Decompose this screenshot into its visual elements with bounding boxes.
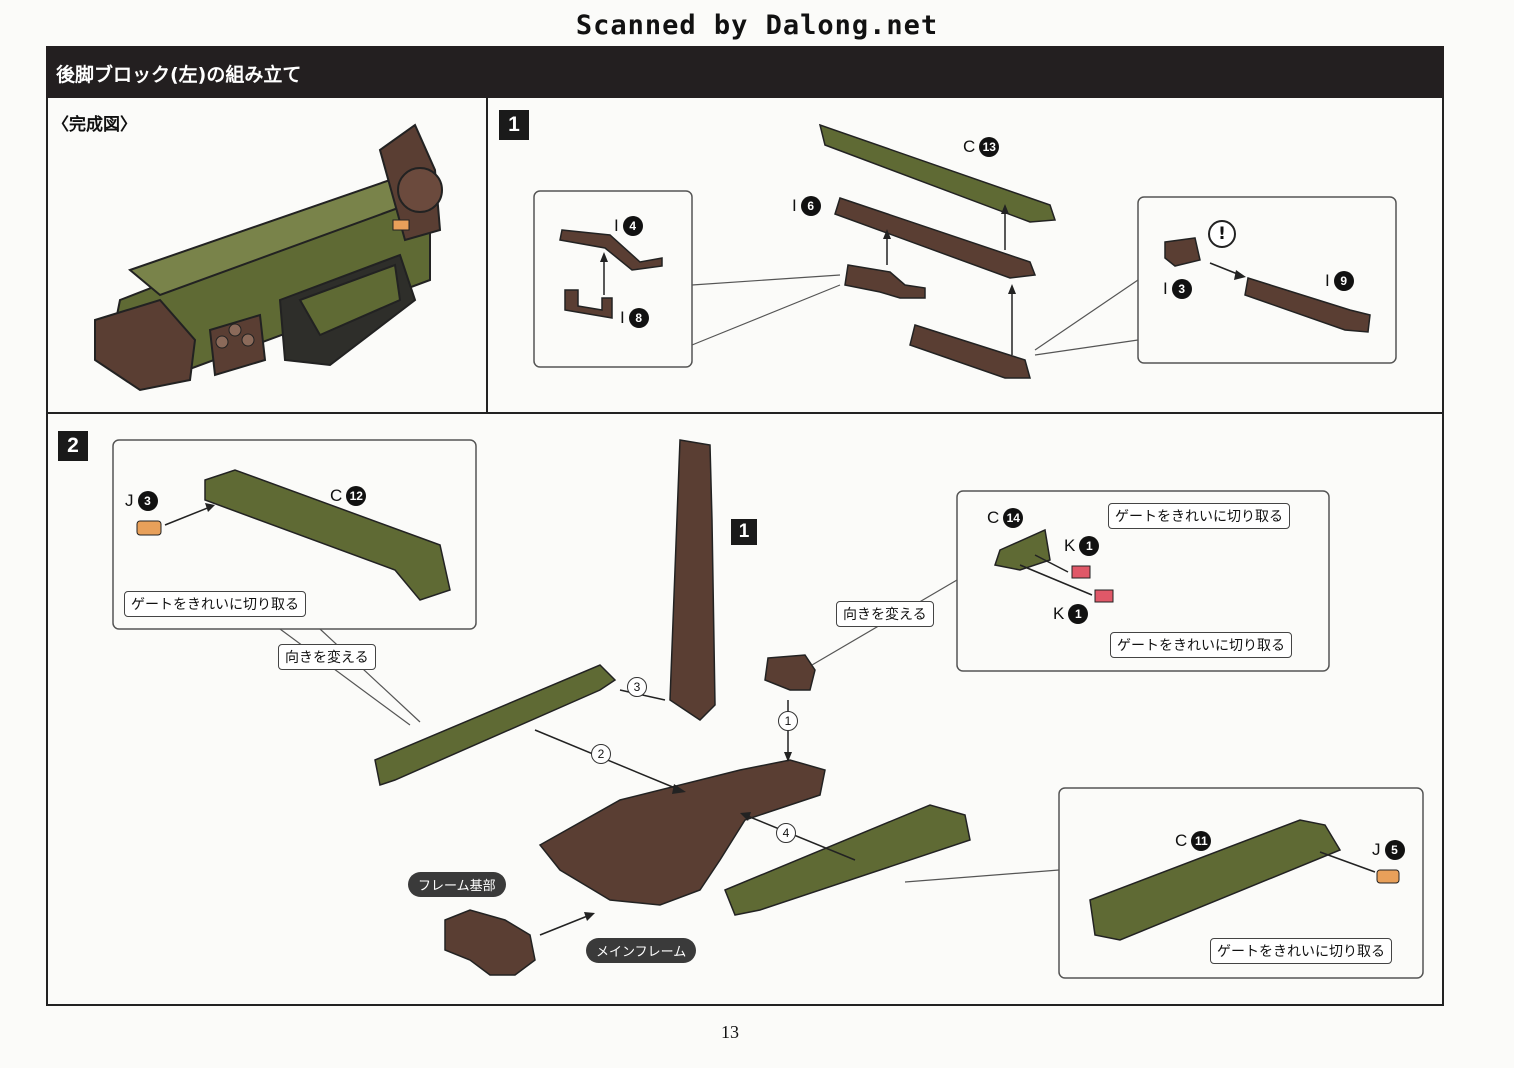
step-1-badge: 1 xyxy=(499,110,529,140)
header-bar xyxy=(46,46,1444,98)
note-gate-cut: ゲートをきれいに切り取る xyxy=(1110,632,1292,658)
panel-divider-horizontal xyxy=(46,412,1444,414)
note-turn-around: 向きを変える xyxy=(278,644,376,670)
main-frame-pill: メインフレーム xyxy=(586,938,697,963)
note-gate-cut: ゲートをきれいに切り取る xyxy=(1108,503,1290,529)
caution-icon: ! xyxy=(1208,220,1236,248)
completed-view-label: 〈完成図〉 xyxy=(52,115,137,135)
step-1-reference-badge: 1 xyxy=(731,519,757,545)
step-2-badge: 2 xyxy=(58,431,88,461)
order-number: 1 xyxy=(778,711,798,731)
note-turn-around: 向きを変える xyxy=(836,601,934,627)
note-gate-cut: ゲートをきれいに切り取る xyxy=(124,591,306,617)
note-gate-cut: ゲートをきれいに切り取る xyxy=(1210,938,1392,964)
order-number: 2 xyxy=(591,744,611,764)
order-number: 4 xyxy=(776,823,796,843)
completed-leg-illustration xyxy=(94,123,443,392)
order-number: 3 xyxy=(627,677,647,697)
page-number: 13 xyxy=(721,1022,739,1042)
page-title: 後脚ブロック(左)の組み立て xyxy=(56,64,302,86)
panel-divider-vertical xyxy=(486,98,488,414)
frame-base-pill: フレーム基部 xyxy=(408,872,506,897)
scan-banner: Scanned by Dalong.net xyxy=(575,10,939,41)
